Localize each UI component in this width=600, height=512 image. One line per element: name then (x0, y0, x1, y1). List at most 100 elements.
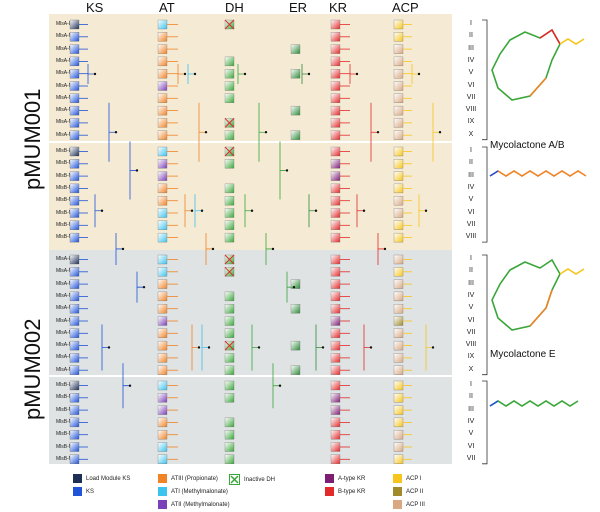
tree-node (200, 209, 204, 212)
ks-domain (69, 340, 80, 351)
tree-node (114, 131, 118, 134)
module-roman: V (468, 430, 474, 438)
at-domain (157, 291, 168, 302)
module-label: MlsB-M6 (56, 455, 76, 462)
ks-domain (69, 118, 80, 128)
caption-mycolactone-ab: Mycolactone A/B (490, 140, 565, 151)
at-domain (157, 146, 168, 157)
module-roman: IV (467, 291, 475, 299)
module-roman: I (470, 20, 472, 27)
kr-domain (330, 291, 341, 302)
tree-node (264, 131, 268, 134)
dh-domain (224, 380, 235, 391)
tree-node (369, 346, 373, 349)
tree-node (438, 131, 442, 134)
acp-domain (393, 183, 404, 194)
ks-domain (69, 159, 80, 169)
tree-node (383, 247, 387, 251)
ks-domain (69, 56, 80, 67)
chain-start (489, 170, 499, 177)
dh-domain (224, 417, 235, 428)
acp-domain (393, 430, 404, 440)
kr-domain (330, 353, 341, 363)
dh-domain (224, 365, 235, 375)
dh-domain (224, 183, 235, 194)
kr-domain (330, 454, 341, 464)
legend-ks: KS (73, 487, 94, 496)
tree-node (121, 247, 125, 251)
dh-domain (224, 196, 235, 206)
acp-domain (393, 316, 404, 326)
module-label: MlsA-M3 (56, 57, 76, 64)
module-roman: I (470, 255, 472, 262)
legend-atiii: ATIII (Propionate) (158, 474, 218, 483)
er-domain (290, 69, 301, 79)
module-roman: X (468, 130, 474, 138)
group-divider (49, 141, 452, 143)
dh-domain (224, 328, 235, 338)
ks-domain (69, 267, 80, 277)
module-label: MlsA-M8 (56, 354, 76, 361)
module-label: MlsA-M6 (56, 329, 76, 336)
module-label: MlsB-M3 (56, 418, 76, 425)
dh-domain (224, 232, 235, 243)
acp-domain (393, 291, 404, 302)
ks-domain (69, 417, 80, 428)
chain-start (489, 400, 499, 407)
at-domain (157, 340, 168, 351)
dh-domain (224, 393, 235, 403)
tree-node (431, 346, 435, 349)
col-header-acp: ACP (392, 0, 419, 15)
module-label: MlsB-M3 (56, 184, 76, 191)
at-domain (157, 254, 168, 265)
ring-segment (529, 77, 547, 97)
module-roman: VI (467, 316, 475, 324)
at-domain (157, 105, 168, 116)
ks-domain (69, 32, 80, 42)
tree-node (362, 209, 366, 212)
er-domain (290, 340, 301, 351)
at-domain (157, 279, 168, 289)
kr-domain (330, 340, 341, 351)
er-domain (290, 279, 301, 289)
dh-domain (224, 69, 235, 79)
ring-segment (529, 289, 553, 327)
tree-node (424, 209, 428, 212)
acp-domain (393, 380, 404, 391)
ring-tail (559, 38, 585, 45)
dh-domain (224, 353, 235, 363)
tree-node (355, 72, 359, 76)
group-bracket (482, 146, 488, 243)
acp-domain (393, 279, 404, 289)
module-roman: I (470, 381, 472, 388)
acp-domain (393, 69, 404, 79)
module-roman: IV (467, 417, 475, 425)
dh-domain (224, 430, 235, 440)
ks-domain (69, 208, 80, 218)
at-domain (157, 196, 168, 206)
at-domain (157, 69, 168, 79)
acp-domain (393, 365, 404, 375)
kr-domain (330, 19, 341, 30)
ks-domain (69, 196, 80, 206)
acp-domain (393, 32, 404, 42)
ks-domain (69, 430, 80, 440)
kr-domain (330, 146, 341, 157)
inactive-dh-mark (224, 340, 235, 351)
module-label: MlsB-M6 (56, 221, 76, 228)
ks-domain (69, 380, 80, 391)
tree-node (292, 285, 296, 289)
module-label: MlsA-M7 (56, 107, 76, 114)
kr-domain (330, 417, 341, 428)
col-header-at: AT (159, 0, 175, 15)
inactive-dh-mark (224, 19, 235, 30)
dh-domain (224, 442, 235, 452)
module-label: MlsA-M1 (56, 268, 76, 275)
module-label: MlsB-M1 (56, 394, 76, 401)
module-roman: III (468, 405, 474, 413)
at-domain (157, 454, 168, 464)
tree-node (193, 72, 197, 76)
legend-swatch (73, 474, 82, 483)
ring-tail (559, 268, 585, 275)
module-label: MlsA-M9 (56, 366, 76, 373)
